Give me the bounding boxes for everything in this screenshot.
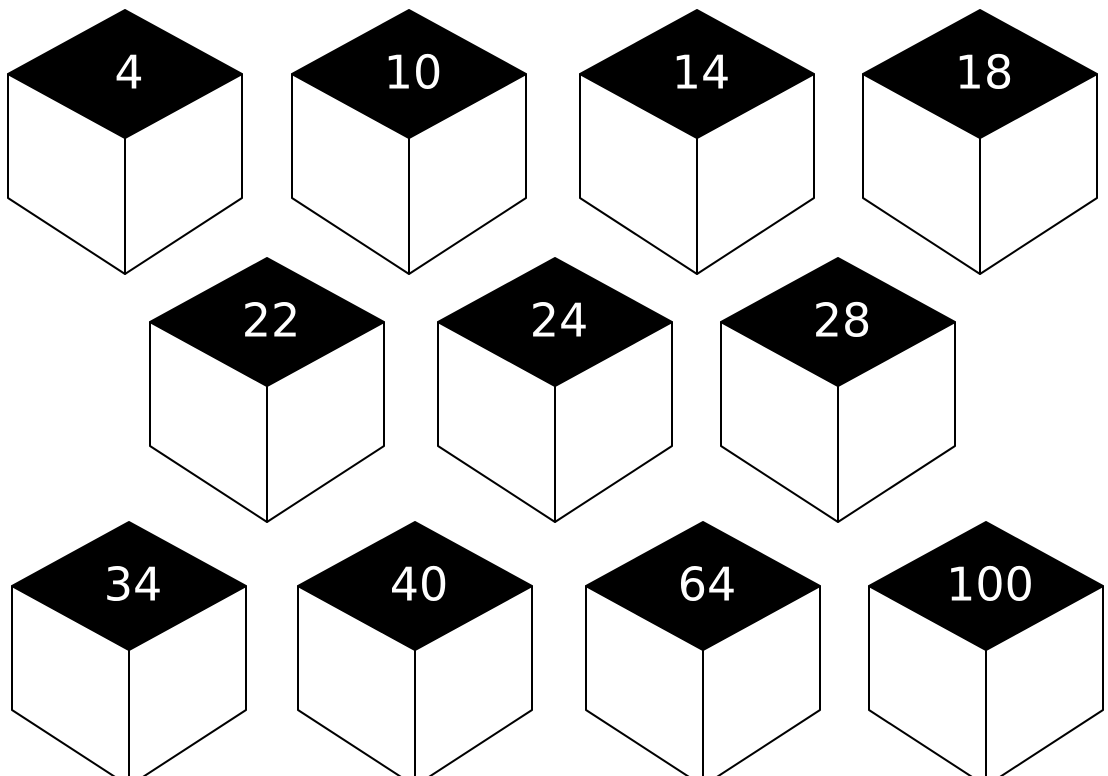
cube-number-label: 64 xyxy=(678,558,737,612)
cube-number-label: 24 xyxy=(530,294,589,348)
cube-number-label: 34 xyxy=(104,558,163,612)
cube-number-label: 18 xyxy=(955,46,1014,100)
cube-number-label: 40 xyxy=(390,558,449,612)
cube-number-label: 28 xyxy=(813,294,872,348)
cube-number-label: 100 xyxy=(946,558,1034,612)
cube-number-label: 4 xyxy=(114,46,143,100)
cube-number-label: 14 xyxy=(672,46,731,100)
cube-number-label: 22 xyxy=(242,294,301,348)
cube-number-label: 10 xyxy=(384,46,443,100)
